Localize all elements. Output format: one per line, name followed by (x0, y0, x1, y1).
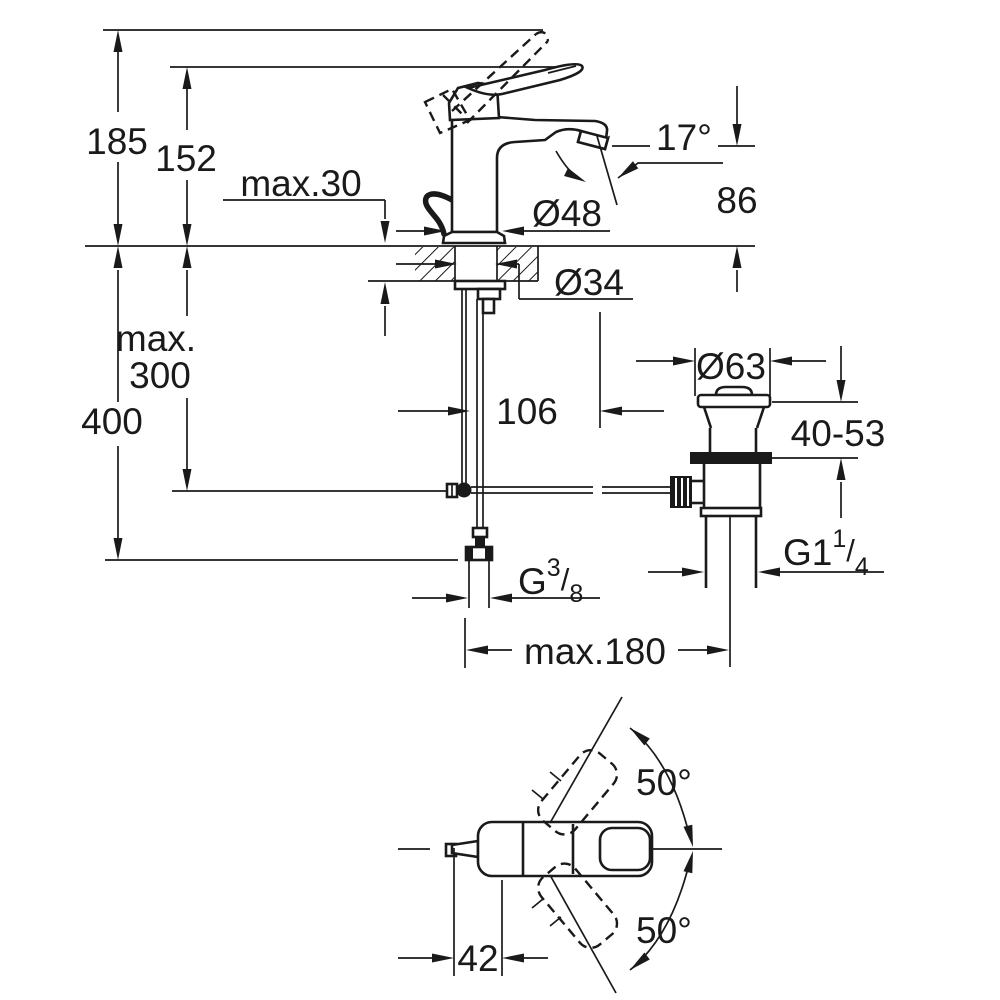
dimension-42: 42 (398, 848, 548, 979)
reference-lines (85, 29, 755, 561)
dimension-max180: max.180 (464, 618, 729, 672)
faucet-base (441, 230, 507, 245)
handle-raised-dashed (423, 30, 550, 135)
dimension-d34: Ø34 (396, 259, 633, 303)
dim-label-d34: Ø34 (554, 262, 624, 303)
dimension-max30: max.30 (223, 163, 390, 336)
dim-label-d48: Ø48 (532, 193, 602, 234)
dimension-400: 400 (81, 246, 143, 560)
dimensions: 185 152 max.30 17° (81, 30, 885, 979)
dim-label-106: 106 (496, 391, 558, 432)
aerator (576, 129, 610, 151)
dim-label-400: 400 (81, 401, 143, 442)
dimension-40-53: 40-53 (764, 346, 885, 518)
plan-lever-swung-up (536, 748, 619, 836)
dim-label-40-53: 40-53 (791, 413, 886, 454)
dim-label-42: 42 (457, 938, 498, 979)
below-deck-plumbing (445, 279, 670, 608)
dimension-185: 185 (86, 30, 148, 246)
dimension-d48: Ø48 (396, 193, 610, 236)
dim-label-50-bottom: 50° (636, 910, 692, 951)
dim-label-152: 152 (155, 138, 217, 179)
dim-label-max180: max.180 (524, 631, 666, 672)
plan-lever-swung-down (536, 862, 619, 950)
plan-spout-stub (450, 839, 480, 859)
curved-arrow-head (564, 168, 586, 182)
dimension-max300: max. 300 (116, 246, 196, 491)
drain-assembly (670, 385, 772, 667)
drain-flange (696, 393, 772, 409)
dimension-d63: Ø63 (636, 346, 826, 396)
dimension-g114: G11/4 (648, 525, 884, 581)
hose-fitting-dark (475, 537, 485, 547)
shank-step (476, 287, 502, 301)
drain-coupling (699, 506, 763, 518)
dimension-152: 152 (155, 67, 217, 246)
dim-label-17deg: 17° (656, 117, 712, 158)
dim-label-max30: max.30 (240, 163, 361, 204)
faucet-side-view (422, 30, 618, 245)
dimension-g38: G3/8 (412, 554, 600, 608)
shank-step2 (481, 297, 496, 315)
drain-dome (714, 385, 754, 397)
dim-label-max: max. (116, 318, 196, 359)
dim-label-185: 185 (86, 121, 148, 162)
drain-washer (690, 452, 772, 464)
dim-label-50-top: 50° (636, 762, 692, 803)
dimension-106: 106 (398, 312, 664, 432)
dim-label-d63: Ø63 (696, 346, 766, 387)
dim-label-86: 86 (716, 180, 757, 221)
dim-label-g114: G11/4 (783, 525, 869, 581)
dimension-17deg: 17° (612, 117, 755, 179)
hose-fitting (471, 526, 489, 539)
handle-plan-view (398, 696, 722, 994)
dim-label-g38: G3/8 (518, 554, 583, 608)
spout-angle-annotation (555, 135, 618, 206)
popup-rod-hook (422, 191, 455, 237)
ball-joint (456, 482, 472, 498)
dimension-86: 86 (716, 86, 758, 292)
plan-lever-cap (598, 826, 652, 872)
dim-label-300: 300 (129, 355, 191, 396)
